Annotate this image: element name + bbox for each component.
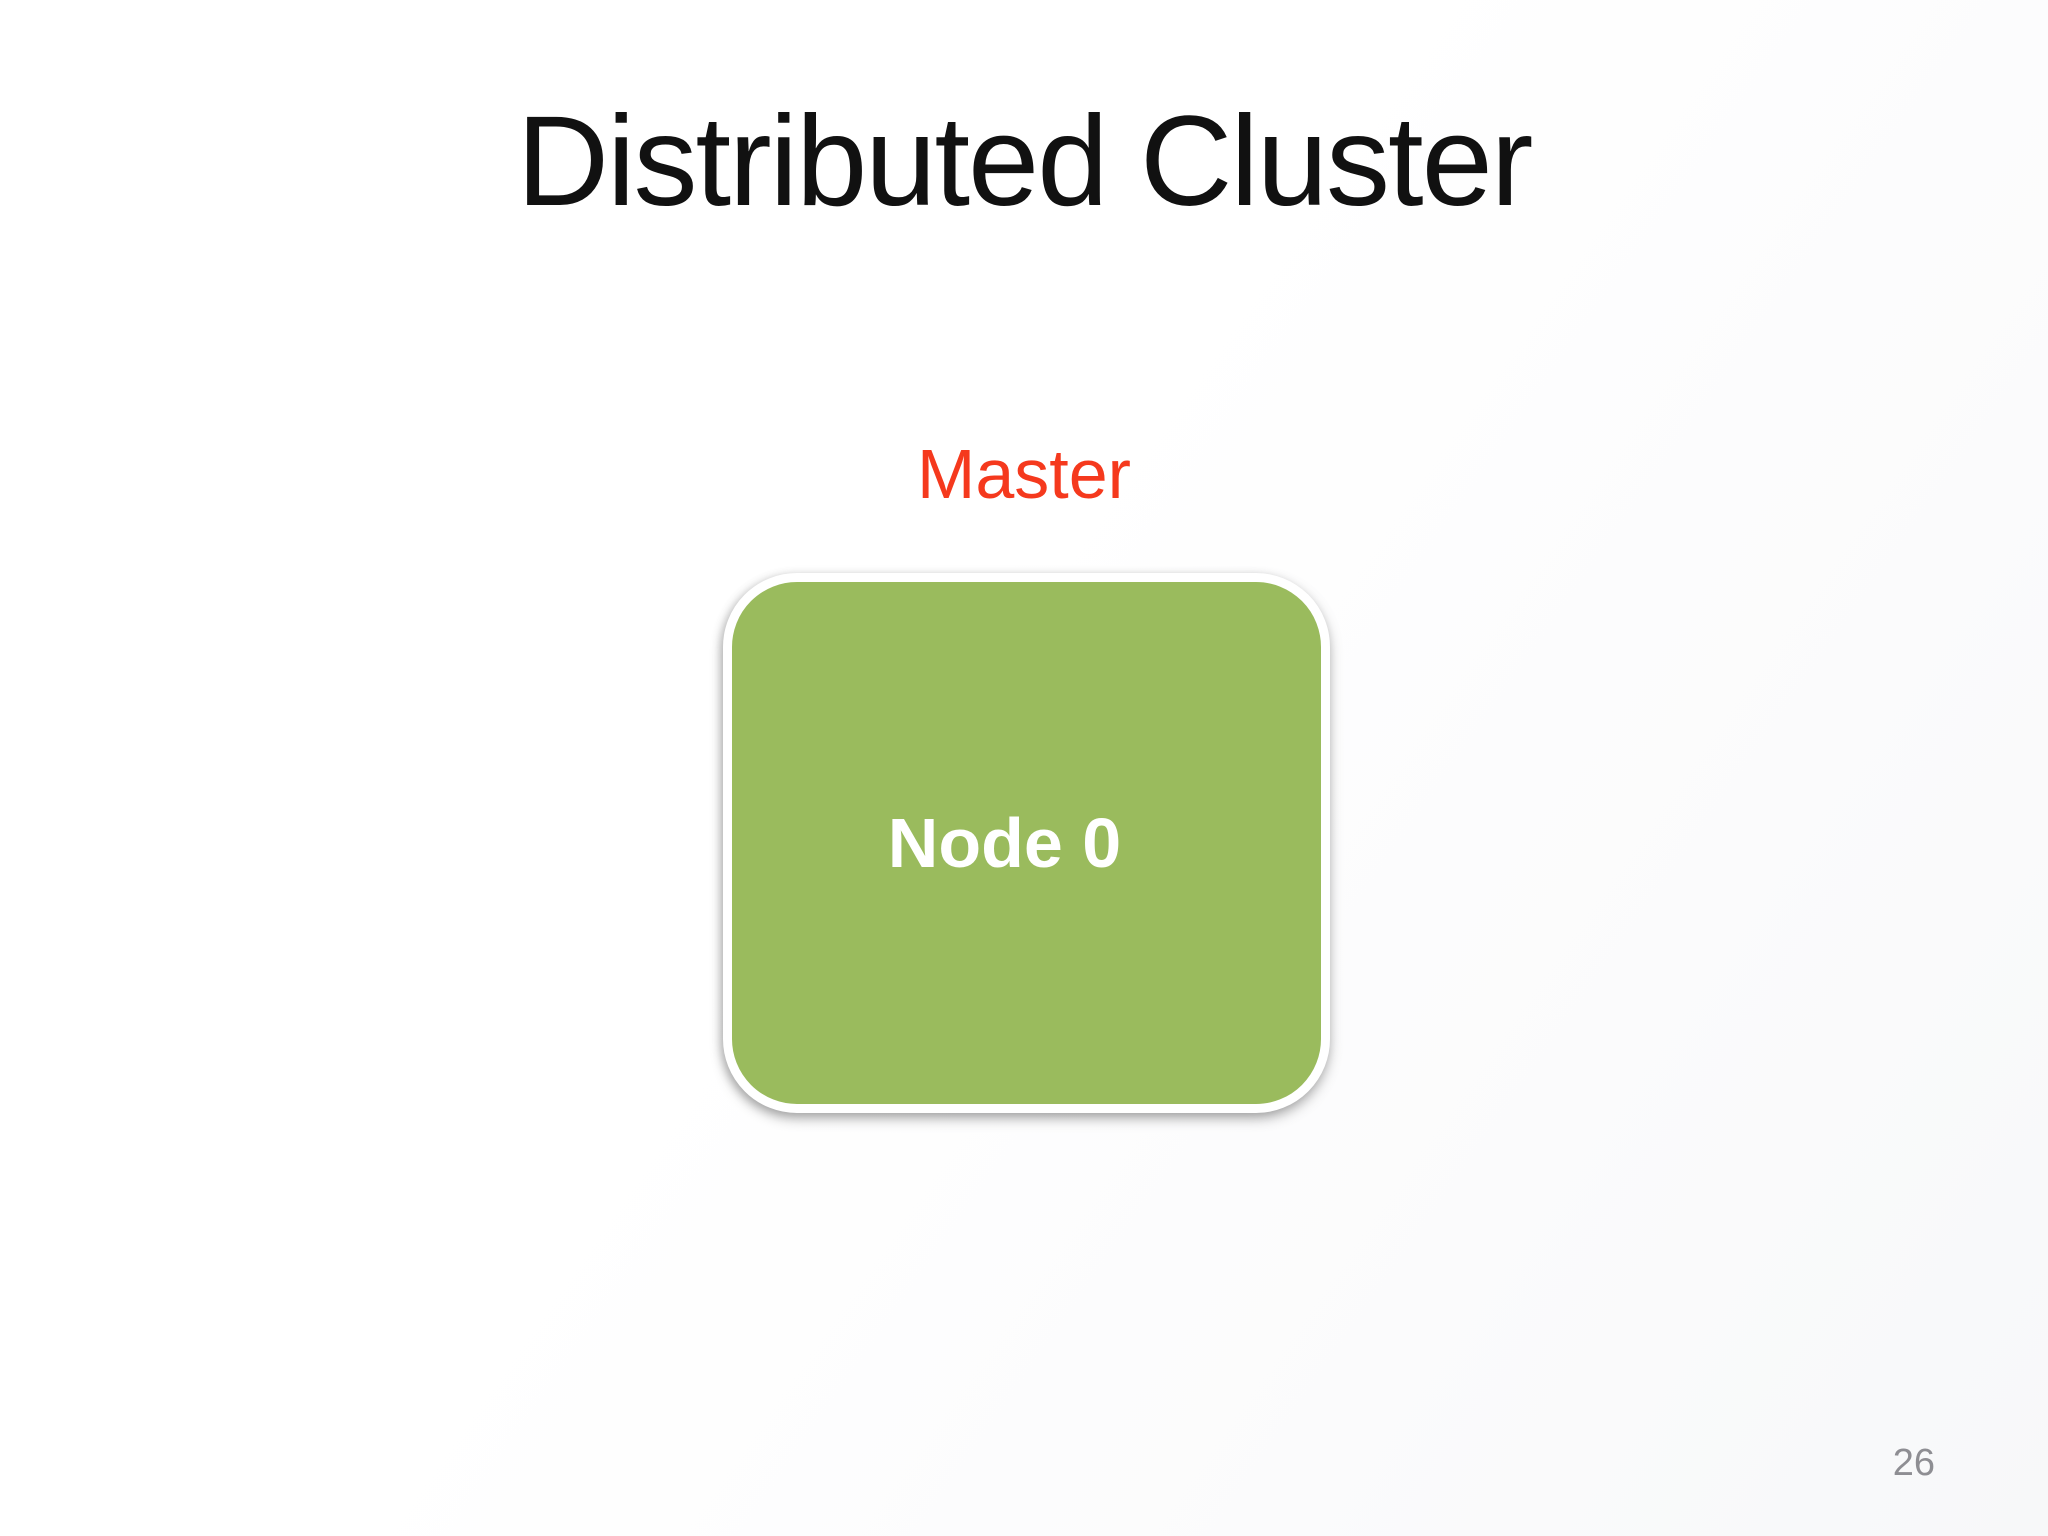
node-0-label: Node 0 — [887, 804, 1122, 882]
slide-title: Distributed Cluster — [516, 90, 1534, 233]
page-number: 26 — [1892, 1442, 1935, 1484]
node-0-box: Node 0 — [723, 573, 1330, 1113]
master-label: Master — [917, 435, 1131, 513]
